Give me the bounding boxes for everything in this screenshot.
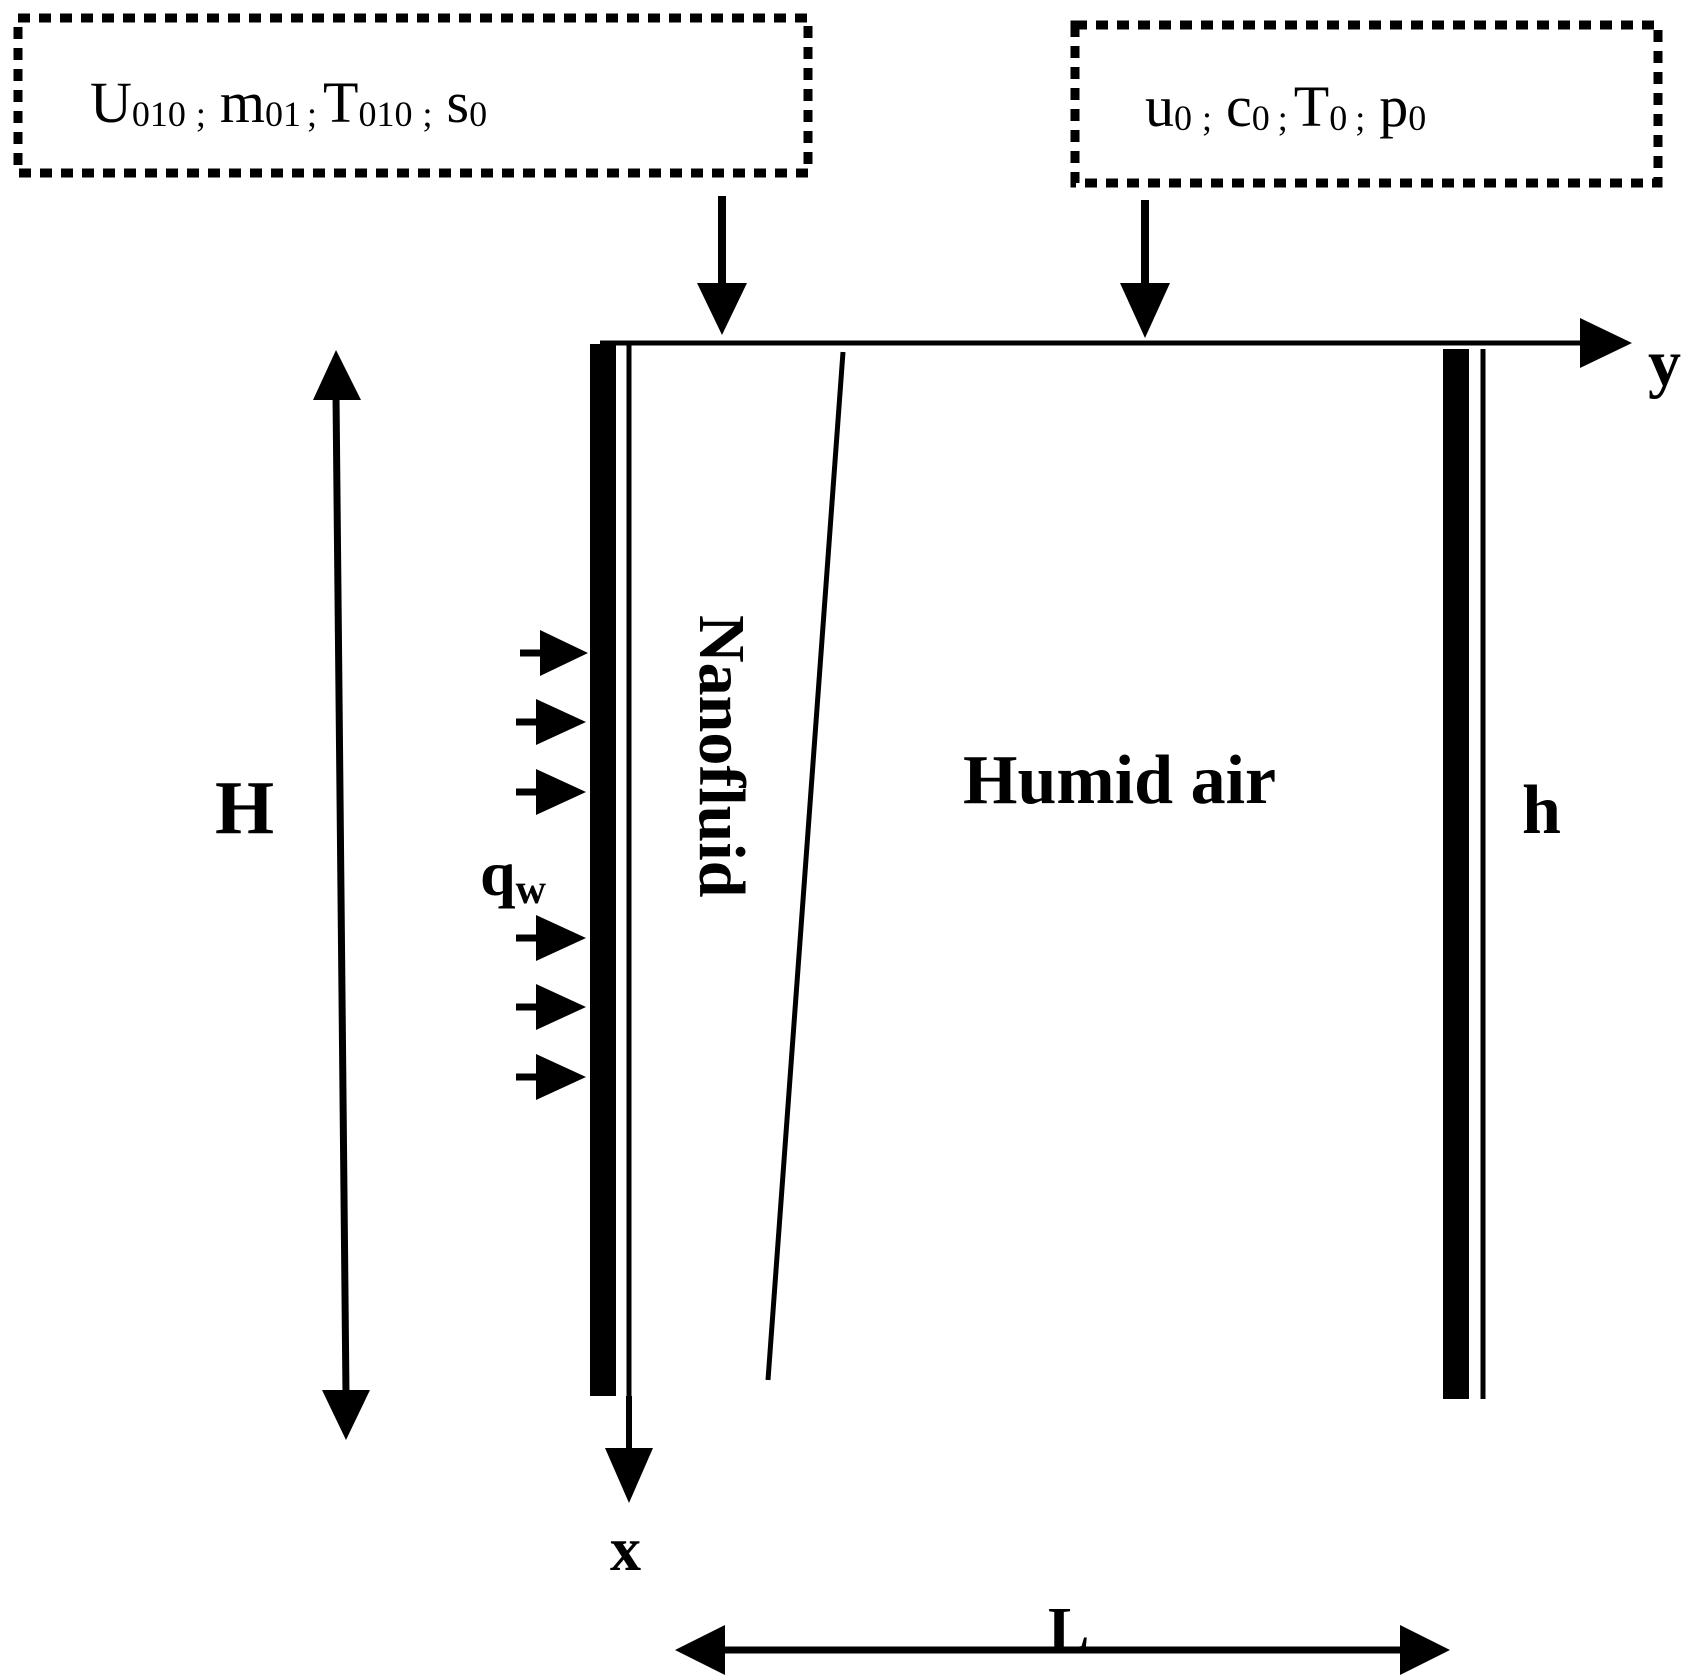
- heat-flux-arrows: [516, 630, 588, 1100]
- width-label: L: [1048, 1596, 1089, 1664]
- heat-flux-sub: w: [516, 867, 547, 913]
- heat-flux-arrow: [516, 699, 586, 745]
- heat-flux-arrow: [516, 915, 586, 961]
- inlet-arrow-left: [697, 196, 747, 335]
- inlet-arrow-right: [1120, 200, 1170, 338]
- inlet-right-u: u: [1145, 74, 1174, 139]
- inlet-left-T: T: [323, 70, 358, 135]
- right-plate-label: h: [1522, 772, 1561, 849]
- inlet-left-s: s: [447, 70, 470, 135]
- right-plate: [1443, 349, 1469, 1399]
- inlet-left-m: m: [220, 70, 265, 135]
- inlet-conditions-right: u0;c0;T0;p0: [1145, 74, 1426, 139]
- inlet-right-c-sub: 0: [1252, 98, 1270, 138]
- y-axis-label: y: [1648, 327, 1681, 400]
- inlet-box-left: [13, 13, 813, 178]
- inlet-left-m-sub: 01: [265, 94, 301, 134]
- inlet-right-u-sub: 0: [1174, 98, 1192, 138]
- x-axis-label: x: [610, 1516, 641, 1584]
- inlet-left-s-sub: 0: [469, 94, 487, 134]
- inlet-right-T: T: [1294, 74, 1329, 139]
- heat-flux-main: q: [480, 838, 516, 909]
- inlet-right-p-sub: 0: [1408, 98, 1426, 138]
- inlet-right-sep: ;: [1355, 98, 1365, 138]
- x-axis-arrow: [605, 1396, 653, 1503]
- heat-flux-arrow: [516, 984, 586, 1030]
- inlet-box-right: [1070, 20, 1663, 188]
- heat-flux-arrow: [516, 1054, 586, 1100]
- inlet-right-sep: ;: [1278, 98, 1288, 138]
- inlet-conditions-left: U010;m01;T010;s0: [90, 70, 487, 135]
- inlet-right-c: c: [1226, 74, 1252, 139]
- inlet-left-U-sub: 010: [132, 94, 186, 134]
- left-plate: [590, 344, 616, 1396]
- height-dimension-arrow: [313, 350, 370, 1440]
- inlet-left-sep: ;: [196, 94, 206, 134]
- film-interface: [765, 351, 846, 1381]
- inlet-right-p: p: [1379, 74, 1408, 139]
- heat-flux-label: qw: [480, 838, 547, 913]
- humid-air-label: Humid air: [963, 742, 1276, 819]
- y-axis-arrowhead: [1580, 318, 1632, 368]
- inlet-left-sep: ;: [307, 94, 317, 134]
- inlet-left-sep: ;: [422, 94, 432, 134]
- width-dimension-arrow: [675, 1625, 1450, 1675]
- height-label: H: [215, 766, 274, 850]
- heat-flux-arrow: [516, 769, 586, 815]
- inlet-left-U: U: [90, 70, 132, 135]
- inlet-right-T-sub: 0: [1329, 98, 1347, 138]
- inlet-right-sep: ;: [1202, 98, 1212, 138]
- inlet-left-T-sub: 010: [358, 94, 412, 134]
- heat-flux-arrow: [520, 630, 588, 676]
- nanofluid-label: Nanofluid: [685, 615, 758, 897]
